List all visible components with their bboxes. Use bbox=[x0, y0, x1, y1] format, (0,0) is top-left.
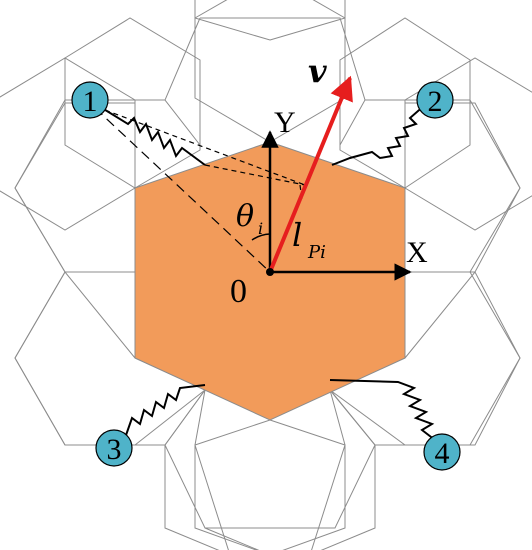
node-1-label: 1 bbox=[83, 85, 98, 118]
hex-cell-left-top bbox=[64, 17, 201, 189]
node-2-label: 2 bbox=[428, 85, 443, 118]
velocity-label: v bbox=[308, 52, 327, 90]
hex-cell-bottom-left bbox=[164, 389, 229, 550]
theta-arc bbox=[251, 233, 271, 241]
hex-cell-right-top bbox=[404, 57, 532, 231]
hex-cell-top bbox=[194, 0, 346, 41]
spring-1 bbox=[101, 107, 206, 166]
node-2: 2 bbox=[416, 81, 454, 119]
velocity-arrow bbox=[268, 75, 353, 273]
node-4-label: 4 bbox=[435, 437, 450, 470]
theta-subscript: i bbox=[258, 219, 263, 238]
node-4: 4 bbox=[423, 433, 461, 471]
spring-4 bbox=[329, 379, 436, 441]
center-hexagon bbox=[134, 141, 406, 421]
dashed-line-node1-origin bbox=[94, 107, 271, 273]
length-subscript: Pi bbox=[307, 242, 326, 263]
hex-cell-upper-right bbox=[339, 17, 471, 189]
length-label: l bbox=[292, 216, 302, 254]
dashed-line-attach-short bbox=[204, 164, 306, 186]
hex-cell-bottom-right bbox=[311, 389, 376, 550]
node-3-label: 3 bbox=[107, 433, 122, 466]
hex-grid-lines bbox=[14, 17, 521, 550]
x-axis-label: X bbox=[406, 236, 428, 269]
node-1: 1 bbox=[71, 81, 109, 119]
origin-label: 0 bbox=[230, 273, 247, 310]
theta-label: θ bbox=[236, 199, 254, 234]
node-3: 3 bbox=[95, 429, 133, 467]
origin-point bbox=[266, 268, 274, 276]
hex-cell-upper-left bbox=[0, 57, 136, 231]
spring-3 bbox=[124, 384, 206, 439]
spring-2 bbox=[331, 103, 427, 166]
hex-cell-bottom bbox=[194, 419, 346, 550]
hex-cell-left bbox=[14, 102, 136, 273]
y-axis-label: Y bbox=[274, 106, 296, 139]
